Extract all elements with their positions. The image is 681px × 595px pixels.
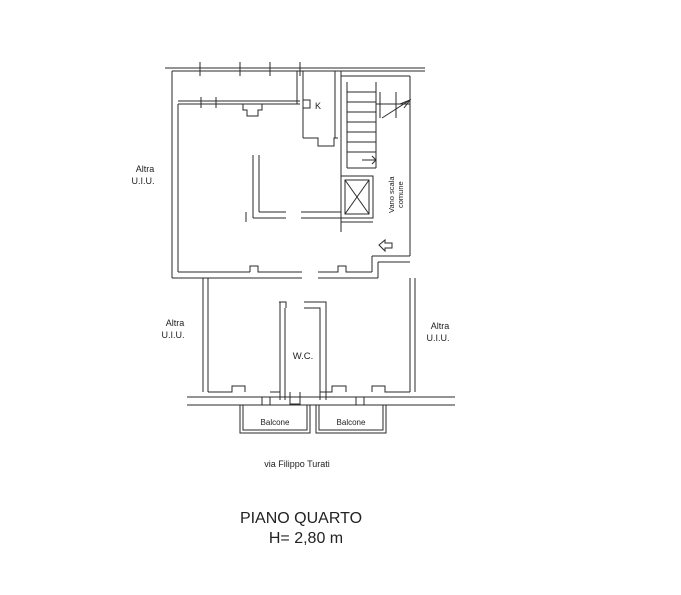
label-kitchen: K xyxy=(315,101,321,111)
svg-text:comune: comune xyxy=(396,181,405,208)
kitchen-walls xyxy=(296,71,342,232)
label-altra-se: Altra xyxy=(431,321,450,331)
interior-partitions xyxy=(245,155,341,222)
svg-text:Vano scala: Vano scala xyxy=(387,176,396,213)
label-wc: W.C. xyxy=(293,351,314,362)
label-balcony-left: Balcone xyxy=(261,418,290,427)
upper-south-wall xyxy=(249,255,410,279)
elevator-shaft xyxy=(340,175,374,223)
stairwell xyxy=(341,75,412,256)
balcony-right xyxy=(315,405,387,434)
north-wall xyxy=(165,62,425,108)
label-altra-sw: Altra xyxy=(166,318,185,328)
floor-title: PIANO QUARTO xyxy=(240,510,362,527)
label-balcony-right: Balcone xyxy=(337,418,366,427)
label-uiu-se: U.I.U. xyxy=(426,333,449,343)
balcony-left xyxy=(239,405,311,434)
label-altra-nw: Altra xyxy=(136,164,155,174)
shaft-block xyxy=(242,104,263,117)
west-wall xyxy=(171,71,250,279)
label-stairwell: Vano scala comune xyxy=(387,176,405,213)
wc-walls xyxy=(279,301,327,400)
entrance-arrow-icon xyxy=(378,238,393,253)
label-uiu-nw: U.I.U. xyxy=(131,176,154,186)
label-uiu-sw: U.I.U. xyxy=(161,330,184,340)
lower-walls xyxy=(202,278,416,392)
floor-height: H= 2,80 m xyxy=(269,530,343,547)
south-facade xyxy=(187,385,455,406)
label-street: via Filippo Turati xyxy=(264,459,330,469)
